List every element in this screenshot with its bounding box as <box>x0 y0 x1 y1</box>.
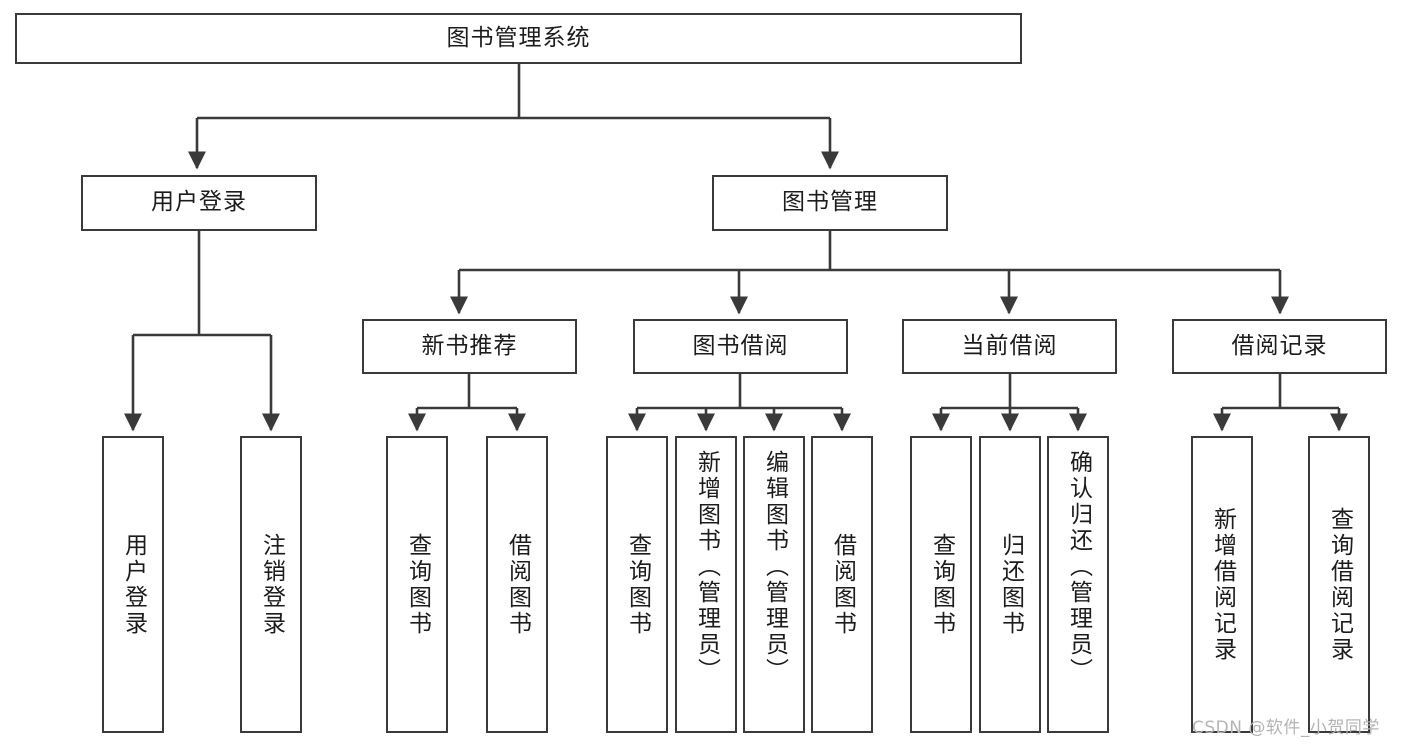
node-book-borrow[interactable]: 图书借阅 <box>633 319 848 374</box>
leaf-borrow-add-book[interactable]: 新增图书（管理员） <box>675 436 737 733</box>
node-borrow-record-label: 借阅记录 <box>1231 332 1328 359</box>
leaf-borrow-query-book-label: 查询图书 <box>624 532 651 637</box>
leaf-record-add-record-label: 新增借阅记录 <box>1209 506 1236 663</box>
leaf-current-return-book-label: 归还图书 <box>997 532 1024 637</box>
leaf-user-login[interactable]: 用户登录 <box>102 436 164 733</box>
node-user-login[interactable]: 用户登录 <box>81 175 317 231</box>
leaf-record-add-record[interactable]: 新增借阅记录 <box>1191 436 1253 733</box>
leaf-borrow-borrow-book-label: 借阅图书 <box>829 532 856 637</box>
leaf-current-query-book[interactable]: 查询图书 <box>910 436 972 733</box>
leaf-newbook-query-book-label: 查询图书 <box>404 532 431 637</box>
leaf-current-query-book-label: 查询图书 <box>928 532 955 637</box>
leaf-borrow-query-book[interactable]: 查询图书 <box>606 436 668 733</box>
node-user-login-label: 用户登录 <box>151 189 247 216</box>
leaf-current-confirm-return[interactable]: 确认归还（管理员） <box>1047 436 1109 733</box>
node-book-management-label: 图书管理 <box>782 189 878 216</box>
node-root-label: 图书管理系统 <box>446 24 591 51</box>
leaf-newbook-borrow-book[interactable]: 借阅图书 <box>486 436 548 733</box>
node-current-borrow[interactable]: 当前借阅 <box>902 319 1117 374</box>
leaf-record-query-record-label: 查询借阅记录 <box>1326 506 1353 663</box>
leaf-borrow-edit-book[interactable]: 编辑图书（管理员） <box>743 436 805 733</box>
leaf-user-logout-label: 注销登录 <box>258 532 285 637</box>
leaf-current-confirm-return-label: 确认归还（管理员） <box>1065 450 1092 684</box>
node-borrow-record[interactable]: 借阅记录 <box>1172 319 1387 374</box>
node-new-book-recommend-label: 新书推荐 <box>421 332 518 359</box>
leaf-record-query-record[interactable]: 查询借阅记录 <box>1308 436 1370 733</box>
leaf-newbook-borrow-book-label: 借阅图书 <box>504 532 531 637</box>
node-current-borrow-label: 当前借阅 <box>961 332 1058 359</box>
leaf-current-return-book[interactable]: 归还图书 <box>979 436 1041 733</box>
leaf-borrow-edit-book-label: 编辑图书（管理员） <box>761 450 788 684</box>
node-new-book-recommend[interactable]: 新书推荐 <box>362 319 577 374</box>
leaf-user-logout[interactable]: 注销登录 <box>240 436 302 733</box>
leaf-user-login-label: 用户登录 <box>120 532 147 637</box>
node-book-management[interactable]: 图书管理 <box>712 175 948 231</box>
node-root[interactable]: 图书管理系统 <box>15 13 1022 64</box>
leaf-borrow-add-book-label: 新增图书（管理员） <box>693 450 720 684</box>
leaf-newbook-query-book[interactable]: 查询图书 <box>386 436 448 733</box>
node-book-borrow-label: 图书借阅 <box>692 332 789 359</box>
leaf-borrow-borrow-book[interactable]: 借阅图书 <box>811 436 873 733</box>
